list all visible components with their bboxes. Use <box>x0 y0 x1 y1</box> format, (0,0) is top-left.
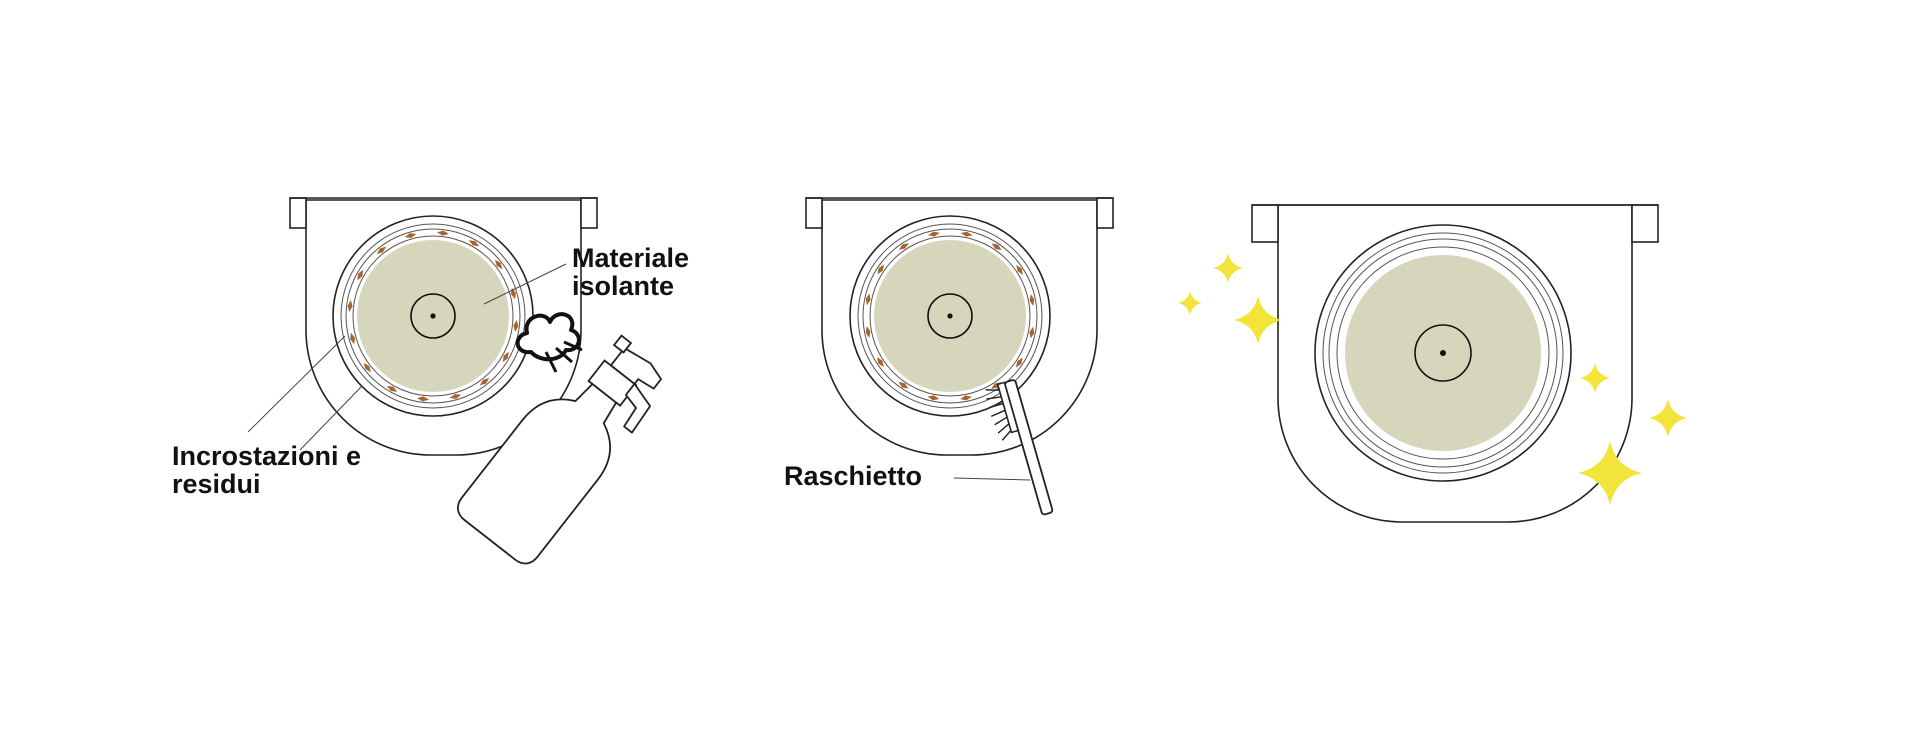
residue-fleck <box>898 381 909 389</box>
residue-fleck <box>494 259 503 270</box>
residue-fleck <box>513 320 519 332</box>
label-raschietto: Raschietto <box>784 461 922 491</box>
residue-fleck <box>877 264 885 275</box>
panel-spray: Materiale isolante Incrostazioni e resid… <box>172 197 689 565</box>
residue-fleck <box>468 240 480 247</box>
burner-hub <box>1414 324 1472 382</box>
residue-fleck <box>865 326 871 338</box>
residue-fleck <box>1016 264 1023 275</box>
leader-line <box>953 477 1031 481</box>
sparkle-icon <box>1213 253 1243 283</box>
sparkle-icon <box>1578 441 1642 505</box>
residue-fleck <box>1029 326 1035 339</box>
spray-bottle-icon <box>457 334 662 565</box>
panel-clean <box>1178 204 1687 523</box>
sparkles <box>1178 253 1687 505</box>
leader-line <box>299 385 363 451</box>
residue-fleck <box>960 395 972 401</box>
residue-fleck <box>927 395 940 401</box>
residue-fleck <box>865 293 871 306</box>
label-incrostazioni: Incrostazioni e <box>172 441 361 471</box>
steam-icon <box>515 312 583 373</box>
residue-fleck <box>386 385 398 392</box>
residue-marks <box>865 231 1035 401</box>
panel-scrape: Raschietto <box>784 197 1114 516</box>
residue-fleck <box>357 269 364 281</box>
residue-fleck <box>479 377 490 386</box>
sparkle-icon <box>1234 296 1282 344</box>
residue-fleck <box>502 351 509 363</box>
sparkle-icon <box>1649 399 1687 437</box>
residue-fleck <box>449 394 462 399</box>
residue-fleck <box>363 362 372 373</box>
residue-marks <box>347 230 519 402</box>
residue-fleck <box>404 233 417 238</box>
label-materiale: Materiale <box>572 243 689 273</box>
label-isolante: isolante <box>572 271 674 301</box>
residue-fleck <box>1029 294 1035 306</box>
leader-line <box>247 335 346 433</box>
residue-fleck <box>376 246 387 255</box>
sparkle-icon <box>1178 291 1202 315</box>
residue-fleck <box>350 332 355 345</box>
label-residui: residui <box>172 469 261 499</box>
residue-fleck <box>417 396 429 402</box>
sparkle-icon <box>1580 363 1610 393</box>
residue-fleck <box>1015 357 1023 368</box>
residue-fleck <box>347 300 353 312</box>
burner-hub <box>927 293 973 339</box>
brush-icon <box>985 379 1054 516</box>
leader-line <box>483 263 567 305</box>
burner-hub <box>410 293 456 339</box>
residue-fleck <box>960 231 973 237</box>
residue-fleck <box>928 231 940 237</box>
residue-fleck <box>991 243 1002 251</box>
residue-fleck <box>877 357 884 368</box>
residue-fleck <box>437 230 449 236</box>
residue-fleck <box>898 243 909 250</box>
